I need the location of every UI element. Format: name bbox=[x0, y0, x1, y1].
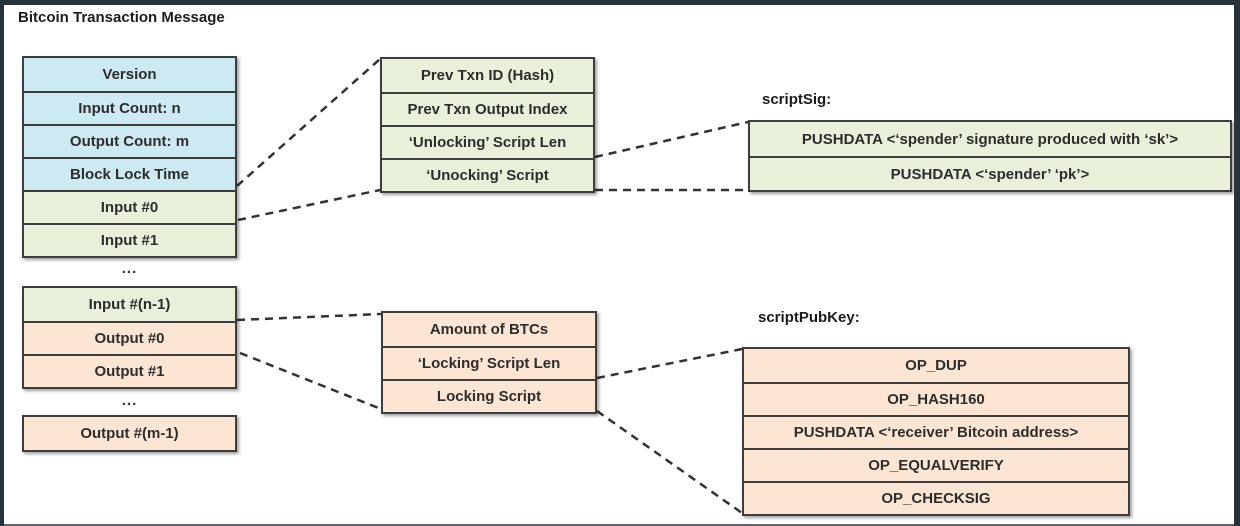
script-pub-key-label: scriptPubKey: bbox=[758, 309, 860, 326]
connector-locking-bottom bbox=[596, 409, 743, 515]
window-edge-top bbox=[0, 0, 1240, 5]
field-pushdata-spender-pk: PUSHDATA <‘spender’ ‘pk’> bbox=[750, 156, 1230, 190]
field-pushdata-spender-signature: PUSHDATA <‘spender’ signature produced w… bbox=[750, 122, 1230, 156]
connector-unlocking-top bbox=[594, 120, 749, 159]
field-prev-txn-id: Prev Txn ID (Hash) bbox=[382, 59, 593, 92]
window-edge-left bbox=[0, 0, 4, 526]
connector-input0-top bbox=[236, 58, 381, 187]
script-sig-group: PUSHDATA <‘spender’ signature produced w… bbox=[748, 120, 1232, 192]
connector-output0-top bbox=[236, 312, 382, 322]
connector-input0-bottom bbox=[237, 188, 381, 222]
inputs-ellipsis: ... bbox=[121, 260, 138, 277]
field-unlocking-script-len: ‘Unlocking’ Script Len bbox=[382, 125, 593, 158]
field-op-equalverify: OP_EQUALVERIFY bbox=[744, 448, 1128, 481]
field-input-0: Input #0 bbox=[24, 190, 235, 223]
inputs-outputs-group: Input #(n-1) Output #0 Output #1 bbox=[22, 286, 237, 389]
field-block-lock-time: Block Lock Time bbox=[24, 157, 235, 190]
window-edge-right bbox=[1234, 0, 1240, 526]
field-prev-txn-output-index: Prev Txn Output Index bbox=[382, 92, 593, 125]
field-input-1: Input #1 bbox=[24, 223, 235, 256]
field-op-hash160: OP_HASH160 bbox=[744, 382, 1128, 415]
field-input-count: Input Count: n bbox=[24, 91, 235, 124]
field-pushdata-receiver-address: PUSHDATA <‘receiver’ Bitcoin address> bbox=[744, 415, 1128, 448]
field-locking-script: Locking Script bbox=[383, 379, 595, 412]
page-title: Bitcoin Transaction Message bbox=[18, 9, 225, 26]
field-op-dup: OP_DUP bbox=[744, 349, 1128, 382]
field-output-1: Output #1 bbox=[24, 354, 235, 387]
input-detail-group: Prev Txn ID (Hash) Prev Txn Output Index… bbox=[380, 57, 595, 193]
field-op-checksig: OP_CHECKSIG bbox=[744, 481, 1128, 514]
script-pub-key-group: OP_DUP OP_HASH160 PUSHDATA <‘receiver’ B… bbox=[742, 347, 1130, 516]
outputs-ellipsis: ... bbox=[121, 392, 138, 409]
field-amount-of-btcs: Amount of BTCs bbox=[383, 313, 595, 346]
field-output-0: Output #0 bbox=[24, 321, 235, 354]
transaction-structure-group: Version Input Count: n Output Count: m B… bbox=[22, 56, 237, 258]
field-output-m-1: Output #(m-1) bbox=[24, 417, 235, 450]
field-unlocking-script: ‘Unocking’ Script bbox=[382, 158, 593, 191]
output-detail-group: Amount of BTCs ‘Locking’ Script Len Lock… bbox=[381, 311, 597, 414]
field-locking-script-len: ‘Locking’ Script Len bbox=[383, 346, 595, 379]
connector-locking-top bbox=[596, 347, 743, 380]
last-output-group: Output #(m-1) bbox=[22, 415, 237, 452]
field-version: Version bbox=[24, 58, 235, 91]
field-output-count: Output Count: m bbox=[24, 124, 235, 157]
window-edge-bottom bbox=[0, 524, 1240, 526]
connector-output0-bottom bbox=[239, 351, 382, 411]
field-input-n-1: Input #(n-1) bbox=[24, 288, 235, 321]
script-sig-label: scriptSig: bbox=[762, 91, 832, 108]
